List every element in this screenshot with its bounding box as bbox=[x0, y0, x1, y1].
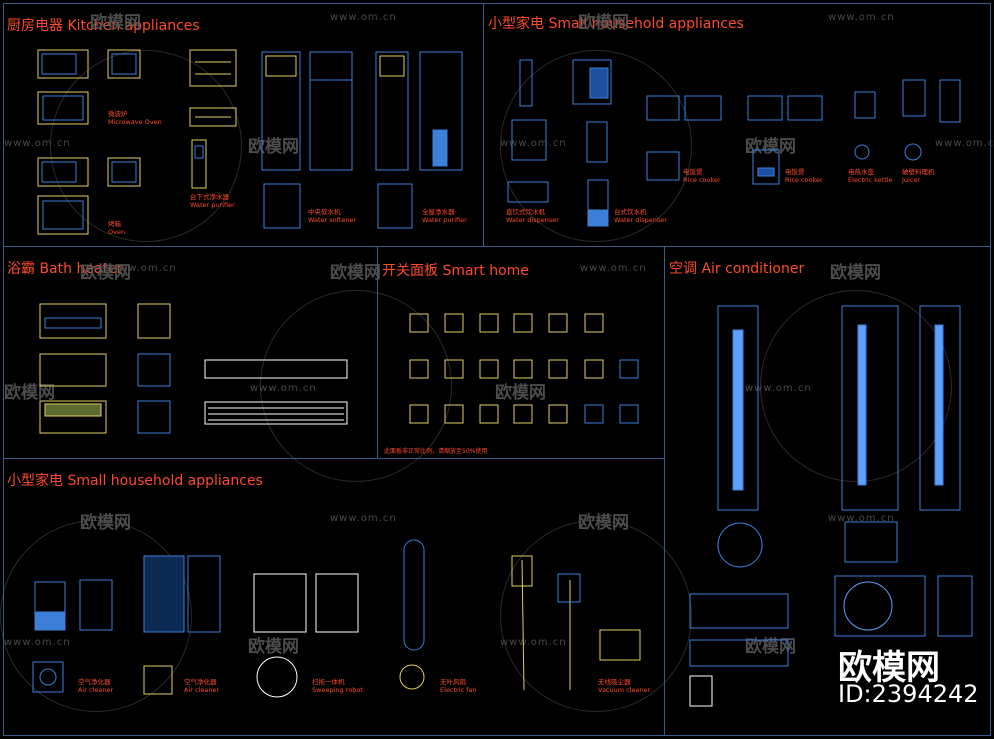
section-title-bath: 浴霸 Bath heater bbox=[7, 261, 123, 277]
label-oven: 烤箱 Oven bbox=[108, 220, 126, 236]
watermark-url: www.om.cn bbox=[110, 263, 177, 274]
watermark-text: 欧模网 bbox=[495, 383, 546, 403]
rice-cooker-drawing bbox=[646, 95, 823, 185]
electric-fan-drawing bbox=[399, 539, 425, 690]
watermark-url: www.om.cn bbox=[330, 12, 397, 23]
section-title-ac: 空调 Air conditioner bbox=[669, 261, 805, 277]
kettle-juicer-drawing bbox=[854, 79, 961, 161]
label-water-dispenser: 台式饮水机 Water dispenser bbox=[614, 208, 667, 224]
label-rice-cooker: 电饭煲 Rice cooker bbox=[785, 168, 823, 184]
watermark-url: www.om.cn bbox=[4, 138, 71, 149]
section-title-small-top: 小型家电 Small household appliances bbox=[488, 16, 744, 32]
watermark-text: 欧模网 bbox=[80, 263, 131, 283]
watermark-circle bbox=[0, 520, 192, 712]
watermark-url: www.om.cn bbox=[828, 12, 895, 23]
watermark-text: 欧模网 bbox=[248, 637, 299, 657]
label-water-dispenser: 直饮式饮水机 Water dispenser bbox=[506, 208, 559, 224]
watermark-url: www.om.cn bbox=[500, 138, 567, 149]
watermark-url: www.om.cn bbox=[935, 138, 994, 149]
label-air-cleaner: 空气净化器 Air cleaner bbox=[78, 678, 114, 694]
watermark-circle bbox=[760, 290, 952, 482]
watermark-circle bbox=[50, 50, 242, 242]
air-conditioner-drawing bbox=[689, 305, 973, 707]
watermark-text: 欧模网 bbox=[578, 513, 629, 533]
label-rice-cooker: 电饭煲 Rice cooker bbox=[683, 168, 721, 184]
watermark-text: 欧模网 bbox=[248, 137, 299, 157]
label-sweeping-robot: 扫拖一体机 Sweeping robot bbox=[312, 678, 363, 694]
label-microwave: 微波炉 Microwave Oven bbox=[108, 110, 162, 126]
label-vacuum-cleaner: 无线吸尘器 Vacuum cleaner bbox=[598, 678, 651, 694]
watermark-text: 欧模网 bbox=[330, 263, 381, 283]
section-title-smart: 开关面板 Smart home bbox=[382, 263, 529, 279]
watermark-url: www.om.cn bbox=[580, 263, 647, 274]
label-juicer: 破壁料理机 Juicer bbox=[902, 168, 935, 184]
label-water-purifier-under: 台下式净水器 Water purifier bbox=[190, 193, 235, 209]
watermark-text: 欧模网 bbox=[90, 13, 141, 33]
watermark-text: 欧模网 bbox=[80, 513, 131, 533]
watermark-text: 欧模网 bbox=[578, 13, 629, 33]
watermark-url: www.om.cn bbox=[330, 513, 397, 524]
smart-switch-drawing bbox=[409, 313, 639, 424]
watermark-text: 欧模网 bbox=[745, 637, 796, 657]
smart-panel-note: 此面板非正常比例，请缩放至50%使用 bbox=[384, 448, 488, 455]
brand-id: ID:2394242 bbox=[838, 680, 979, 708]
vacuum-cleaner-drawing bbox=[511, 555, 641, 691]
watermark-url: www.om.cn bbox=[250, 383, 317, 394]
watermark-url: www.om.cn bbox=[4, 637, 71, 648]
sweeping-robot-drawing bbox=[253, 573, 359, 698]
watermark-circle bbox=[260, 290, 452, 482]
watermark-url: www.om.cn bbox=[745, 383, 812, 394]
label-kettle: 电热水壶 Electric kettle bbox=[848, 168, 893, 184]
air-cleaner-drawing bbox=[32, 555, 221, 695]
watermark-url: www.om.cn bbox=[828, 513, 895, 524]
label-water-purifier: 全屋净水器 Water purifier bbox=[422, 208, 467, 224]
water-purifier-under-drawing bbox=[189, 49, 237, 189]
label-air-cleaner: 空气净化器 Air cleaner bbox=[184, 678, 220, 694]
bath-heater-drawing bbox=[39, 303, 348, 434]
watermark-circle bbox=[500, 50, 692, 242]
brand-logo: 欧模网 bbox=[838, 648, 940, 688]
water-dispenser-drawing bbox=[507, 59, 612, 227]
watermark-text: 欧模网 bbox=[4, 383, 55, 403]
label-water-softener: 中央软水机 Water softener bbox=[308, 208, 357, 224]
watermark-circle bbox=[500, 520, 692, 712]
section-title-kitchen: 厨房电器 Kitchen appliances bbox=[7, 18, 200, 34]
label-electric-fan: 无叶风扇 Electric fan bbox=[440, 678, 477, 694]
watermark-url: www.om.cn bbox=[500, 637, 567, 648]
water-softener-drawing bbox=[261, 51, 463, 229]
section-title-small-bottom: 小型家电 Small household appliances bbox=[7, 473, 263, 489]
watermark-text: 欧模网 bbox=[745, 137, 796, 157]
watermark-text: 欧模网 bbox=[830, 263, 881, 283]
panel-small-bottom bbox=[3, 458, 665, 736]
microwave-oven-drawing bbox=[37, 49, 141, 235]
